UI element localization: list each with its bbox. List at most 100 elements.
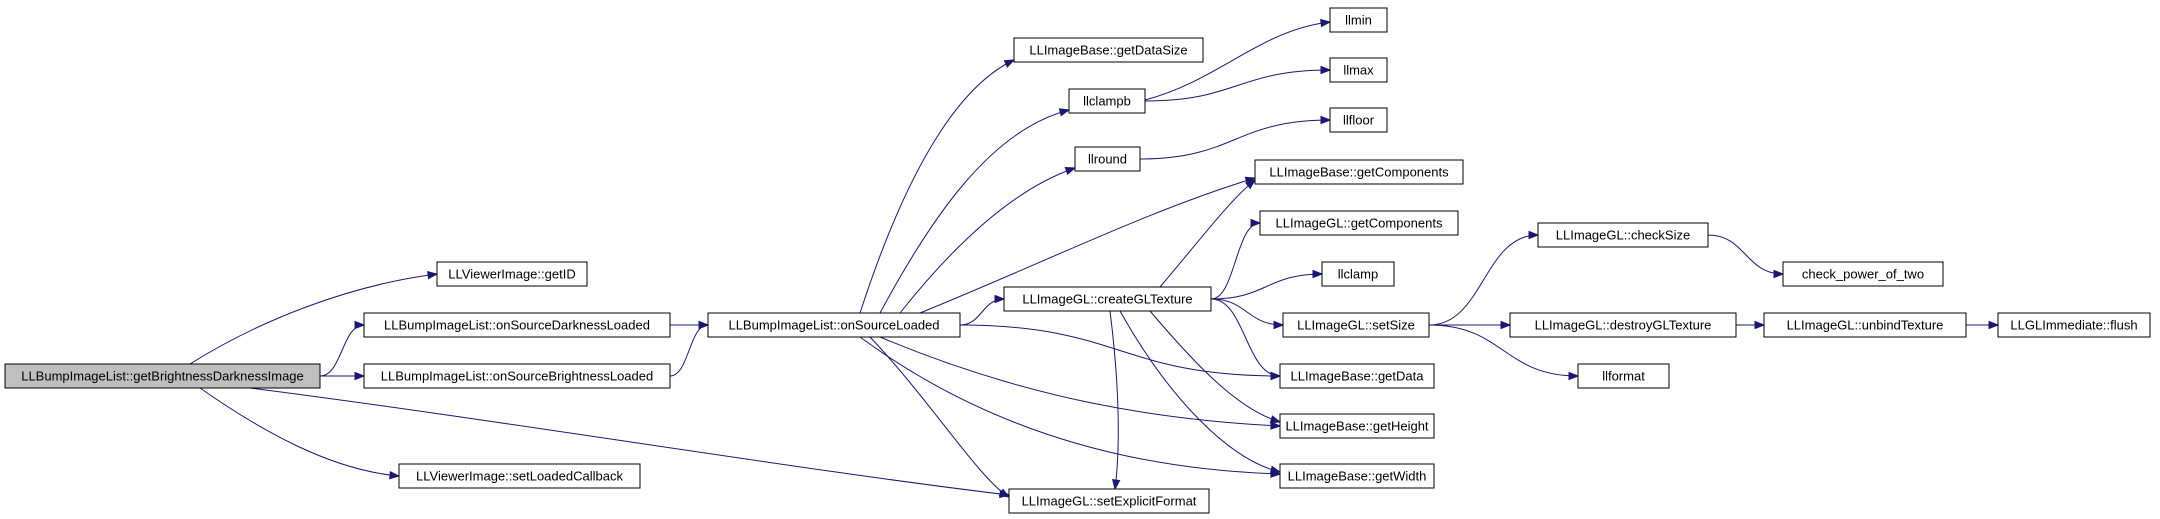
node-label: llclampb [1083, 94, 1131, 109]
node-n13[interactable]: llmax [1329, 57, 1388, 83]
edge-n6-n9 [879, 108, 1071, 314]
node-n2[interactable]: LLViewerImage::getID [436, 261, 588, 287]
node-label: LLImageGL::getComponents [1276, 216, 1443, 231]
arrow-head-icon [354, 371, 366, 381]
edge-line [669, 324, 709, 377]
edge-line [1428, 324, 1579, 377]
node-box [363, 312, 671, 338]
edge-line [899, 167, 1076, 314]
node-n5[interactable]: LLViewerImage::setLoadedCallback [398, 463, 641, 489]
node-label: llformat [1602, 369, 1645, 384]
arrow-head-icon [1270, 371, 1282, 381]
node-label: LLImageGL::destroyGLTexture [1535, 318, 1712, 333]
arrow-head-icon [1058, 108, 1071, 117]
edge-n4-n6 [669, 320, 710, 377]
node-label: LLImageBase::getHeight [1285, 419, 1428, 434]
node-n26[interactable]: LLImageGL::unbindTexture [1763, 312, 1967, 338]
edge-line [1119, 310, 1281, 473]
arrow-head-icon [994, 294, 1006, 304]
node-box [1282, 312, 1430, 338]
node-n11[interactable]: LLImageGL::createGLTexture [1003, 286, 1212, 312]
node-n10[interactable]: llround [1074, 146, 1141, 172]
edge-n11-n17 [1210, 269, 1324, 300]
node-box [1008, 488, 1210, 514]
edge-line [319, 324, 365, 377]
edge-line [1428, 234, 1539, 326]
edge-n22-n25 [1707, 234, 1785, 279]
node-n22[interactable]: LLImageGL::checkSize [1537, 222, 1709, 248]
edge-n11-n7 [1109, 310, 1121, 491]
edge-n6-n20 [879, 336, 1282, 430]
node-label: LLBumpImageList::getBrightnessDarknessIm… [21, 369, 304, 384]
edge-line [249, 387, 1010, 496]
edge-n11-n20 [1149, 310, 1282, 424]
node-n7[interactable]: LLImageGL::setExplicitFormat [1008, 488, 1210, 514]
node-n27[interactable]: LLGLImmediate::flush [1997, 312, 2151, 338]
edge-n11-n16 [1210, 218, 1262, 300]
edge-line [1210, 222, 1261, 300]
node-n4[interactable]: LLBumpImageList::onSourceBrightnessLoade… [363, 363, 671, 389]
node-box [1068, 88, 1146, 114]
node-label: LLImageGL::setSize [1297, 318, 1415, 333]
node-box [1003, 286, 1212, 312]
node-label: llfloor [1343, 113, 1375, 128]
node-label: LLViewerImage::setLoadedCallback [416, 469, 623, 484]
edge-n9-n12 [1144, 18, 1332, 101]
arrow-head-icon [1754, 320, 1766, 330]
arrow-head-icon [1273, 320, 1285, 330]
node-box [1321, 261, 1395, 287]
edge-line [1139, 119, 1331, 160]
arrow-head-icon [1568, 371, 1580, 381]
node-n12[interactable]: llmin [1329, 7, 1388, 33]
node-box [1329, 107, 1388, 133]
node-n23[interactable]: LLImageGL::destroyGLTexture [1509, 312, 1737, 338]
node-n24[interactable]: llformat [1577, 363, 1670, 389]
node-n18[interactable]: LLImageGL::setSize [1282, 312, 1430, 338]
arrow-head-icon [354, 320, 366, 330]
edge-line [189, 273, 438, 365]
arrow-head-icon [1112, 479, 1121, 491]
edge-n23-n26 [1735, 320, 1766, 330]
arrow-head-icon [1528, 230, 1540, 240]
edge-line [869, 336, 1010, 498]
arrow-head-icon [698, 320, 710, 330]
node-n8[interactable]: LLImageBase::getDataSize [1013, 37, 1204, 63]
node-n19[interactable]: LLImageBase::getData [1279, 363, 1435, 389]
node-label: LLBumpImageList::onSourceLoaded [728, 318, 939, 333]
node-box [1537, 222, 1709, 248]
edge-n11-n21 [1119, 310, 1282, 474]
node-n3[interactable]: LLBumpImageList::onSourceDarknessLoaded [363, 312, 671, 338]
node-box [363, 363, 671, 389]
node-label: check_power_of_two [1802, 267, 1924, 282]
node-n9[interactable]: llclampb [1068, 88, 1146, 114]
arrow-head-icon [1244, 179, 1257, 190]
node-n17[interactable]: llclamp [1321, 261, 1395, 287]
node-n16[interactable]: LLImageGL::getComponents [1259, 210, 1459, 236]
node-n6[interactable]: LLBumpImageList::onSourceLoaded [707, 312, 961, 338]
node-n20[interactable]: LLImageBase::getHeight [1279, 413, 1435, 439]
node-label: LLImageGL::checkSize [1556, 228, 1690, 243]
node-label: LLGLImmediate::flush [2010, 318, 2137, 333]
node-layer: LLBumpImageList::getBrightnessDarknessIm… [4, 7, 2151, 514]
arrow-head-icon [1250, 218, 1262, 228]
edge-line [1210, 298, 1284, 326]
node-label: LLViewerImage::getID [448, 267, 575, 282]
node-n14[interactable]: llfloor [1329, 107, 1388, 133]
arrow-head-icon [1320, 65, 1332, 75]
node-n25[interactable]: check_power_of_two [1782, 261, 1944, 287]
edge-n10-n14 [1139, 115, 1332, 160]
node-n15[interactable]: LLImageBase::getComponents [1254, 159, 1464, 185]
edge-n6-n10 [899, 167, 1077, 314]
node-label: LLBumpImageList::onSourceBrightnessLoade… [381, 369, 653, 384]
edge-n6-n8 [859, 59, 1016, 314]
edge-n11-n15 [1159, 179, 1257, 288]
node-n21[interactable]: LLImageBase::getWidth [1279, 463, 1435, 489]
edge-line [879, 109, 1070, 314]
edge-line [879, 336, 1281, 427]
node-box [398, 463, 641, 489]
node-box [1279, 413, 1435, 439]
arrow-head-icon [1269, 465, 1282, 474]
edge-n6-n19 [959, 324, 1282, 381]
edge-line [859, 59, 1015, 314]
